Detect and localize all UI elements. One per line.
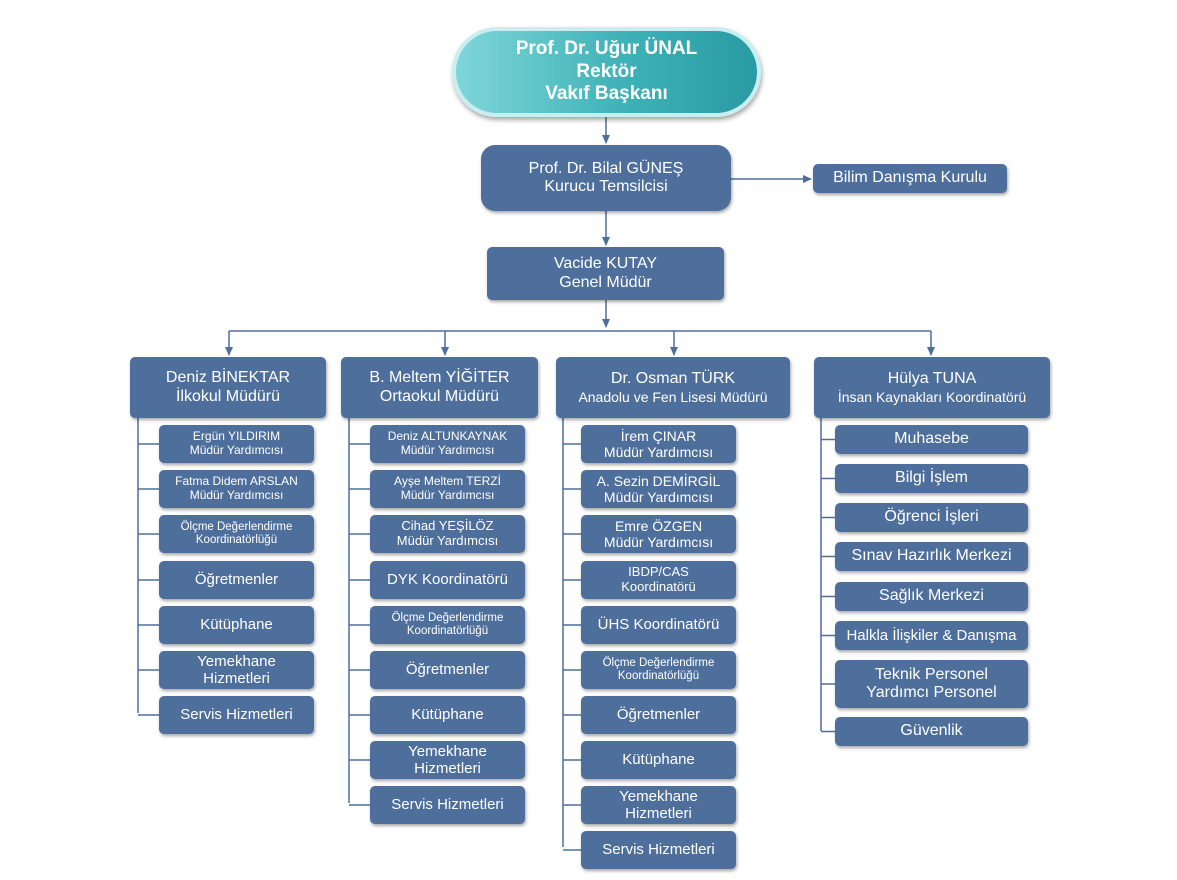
col4-item[interactable]: Sınav Hazırlık Merkezi [835, 542, 1028, 571]
col4-head-name: Hülya TUNA [887, 370, 977, 388]
founder-box[interactable]: Prof. Dr. Bilal GÜNEŞ Kurucu Temsilcisi [481, 145, 731, 211]
col1-head-name: Deniz BİNEKTAR [165, 369, 291, 387]
col3-head-title: Anadolu ve Fen Lisesi Müdürü [578, 388, 768, 405]
col1-item[interactable]: Öğretmenler [159, 561, 314, 599]
col3-item[interactable]: ÜHS Koordinatörü [581, 606, 736, 644]
col3-item[interactable]: Servis Hizmetleri [581, 831, 736, 869]
col2-head-box[interactable]: B. Meltem YİĞİTER Ortaokul Müdürü [341, 357, 538, 418]
col2-item[interactable]: Öğretmenler [370, 651, 525, 689]
founder-name: Prof. Dr. Bilal GÜNEŞ [528, 159, 684, 177]
advisory-board-box[interactable]: Bilim Danışma Kurulu [813, 164, 1007, 193]
col3-item[interactable]: Öğretmenler [581, 696, 736, 734]
col2-head-title: Ortaokul Müdürü [379, 387, 500, 405]
col4-item[interactable]: Güvenlik [835, 717, 1028, 746]
col3-head-name: Dr. Osman TÜRK [610, 370, 736, 388]
col2-item[interactable]: Servis Hizmetleri [370, 786, 525, 824]
col2-head-name: B. Meltem YİĞİTER [369, 369, 510, 387]
rector-title: Rektör [576, 60, 637, 82]
general-manager-name: Vacide KUTAY [553, 255, 658, 273]
col3-item[interactable]: Kütüphane [581, 741, 736, 779]
col4-item[interactable]: Halkla İlişkiler & Danışma [835, 621, 1028, 650]
rector-name: Prof. Dr. Uğur ÜNAL [515, 37, 698, 59]
rector-box[interactable]: Prof. Dr. Uğur ÜNAL Rektör Vakıf Başkanı [452, 27, 761, 117]
col4-item[interactable]: Öğrenci İşleri [835, 503, 1028, 532]
col4-item[interactable]: Bilgi İşlem [835, 464, 1028, 493]
col3-head-box[interactable]: Dr. Osman TÜRK Anadolu ve Fen Lisesi Müd… [556, 357, 790, 418]
general-manager-title: Genel Müdür [559, 273, 652, 291]
foundation-title: Vakıf Başkanı [545, 83, 668, 105]
col1-item[interactable]: Kütüphane [159, 606, 314, 644]
col2-item[interactable]: DYK Koordinatörü [370, 561, 525, 599]
general-manager-box[interactable]: Vacide KUTAY Genel Müdür [487, 247, 724, 300]
col4-item[interactable]: Sağlık Merkezi [835, 582, 1028, 611]
col4-head-box[interactable]: Hülya TUNA İnsan Kaynakları Koordinatörü [814, 357, 1050, 418]
col1-head-box[interactable]: Deniz BİNEKTAR İlkokul Müdürü [130, 357, 326, 418]
col1-head-title: İlkokul Müdürü [175, 387, 281, 405]
col4-head-title: İnsan Kaynakları Koordinatörü [837, 388, 1027, 405]
col4-item[interactable]: Muhasebe [835, 425, 1028, 454]
col1-item[interactable]: Servis Hizmetleri [159, 696, 314, 734]
founder-title: Kurucu Temsilcisi [544, 178, 668, 195]
col2-item[interactable]: Kütüphane [370, 696, 525, 734]
advisory-board-label: Bilim Danışma Kurulu [833, 169, 987, 187]
